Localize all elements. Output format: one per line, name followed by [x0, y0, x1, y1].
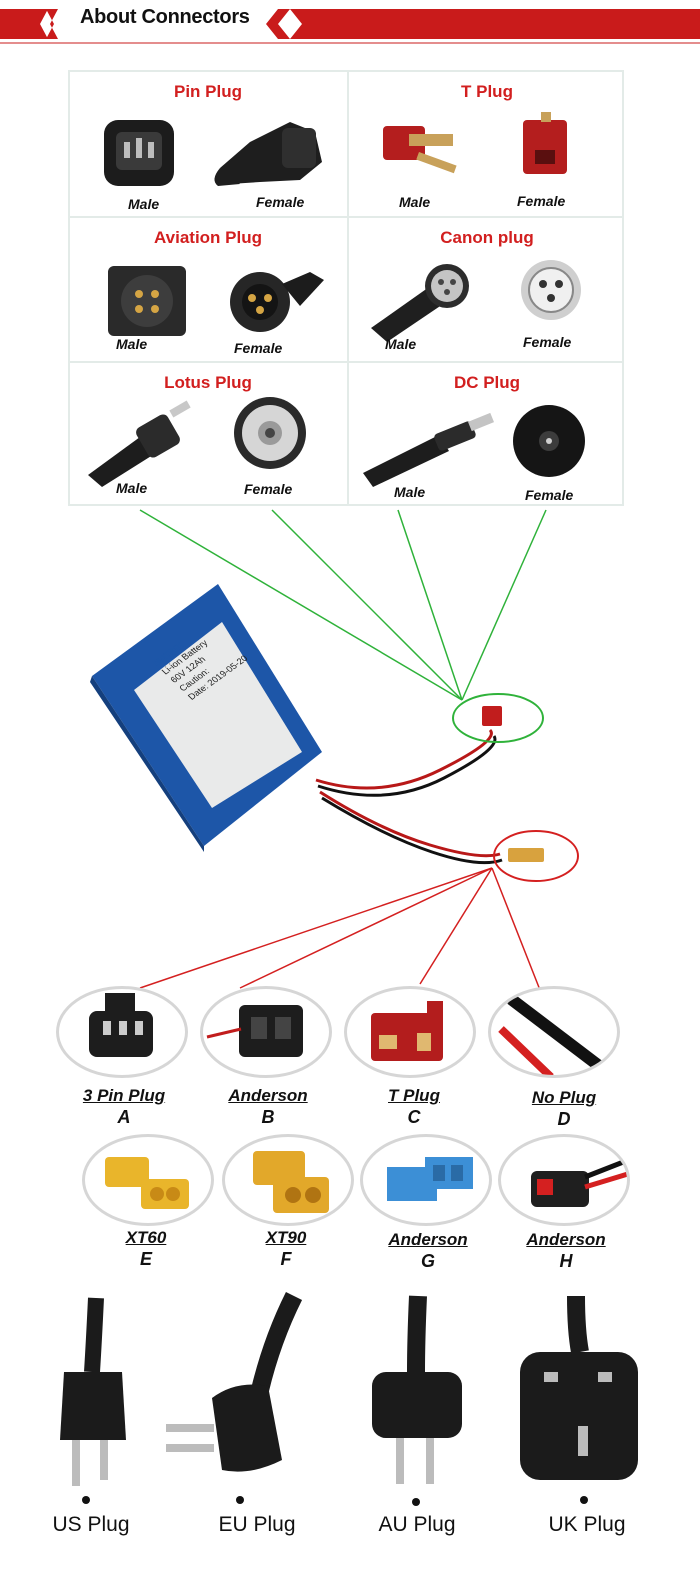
red-highlight-ring — [493, 830, 579, 882]
option-image-anderson-h — [498, 1134, 630, 1226]
option-image-xt60 — [82, 1134, 214, 1226]
female-caption: Female — [525, 487, 574, 503]
option-letter: F — [280, 1249, 292, 1269]
battery-wires — [315, 728, 503, 865]
option-h: Anderson H — [496, 1230, 636, 1272]
option-label: No Plug — [531, 1088, 597, 1107]
option-d: No Plug D — [494, 1088, 634, 1130]
option-letter: C — [407, 1107, 421, 1127]
eu-plug-icon — [166, 1291, 303, 1504]
au-plug-icon — [372, 1295, 462, 1506]
uk-plug-label: UK Plug — [548, 1513, 626, 1536]
lotus-plug-image — [88, 397, 306, 487]
connector-name: T Plug — [461, 82, 513, 101]
eu-plug-label: EU Plug — [218, 1513, 296, 1536]
dc-plug-image — [363, 405, 585, 487]
grid-divider — [70, 361, 622, 363]
connector-name: Canon plug — [440, 228, 534, 247]
option-a: 3 Pin Plug A — [54, 1086, 194, 1128]
battery-label: MATRIX Li-ion Battery 60V 12Ah Caution: … — [150, 566, 323, 702]
option-label: XT90 — [265, 1228, 307, 1247]
option-g: Anderson G — [358, 1230, 498, 1272]
female-caption: Female — [517, 193, 566, 209]
connector-cell-canon-plug: Canon plug Male Female — [349, 218, 625, 361]
grid-divider — [70, 216, 622, 218]
option-label: Anderson — [388, 1230, 468, 1249]
female-caption: Female — [523, 334, 572, 350]
red-leader-lines — [139, 867, 541, 991]
us-plug-icon — [60, 1297, 126, 1504]
option-b: Anderson B — [198, 1086, 338, 1128]
option-f: XT90 F — [216, 1228, 356, 1270]
option-letter: E — [139, 1249, 152, 1269]
option-letter: D — [557, 1109, 571, 1129]
male-caption: Male — [394, 484, 426, 500]
connector-cell-aviation-plug: Aviation Plug Male Female — [70, 218, 346, 361]
option-letter: A — [117, 1107, 131, 1127]
option-image-anderson-g — [360, 1134, 492, 1226]
connector-name: Lotus Plug — [164, 373, 252, 392]
female-caption: Female — [234, 340, 283, 356]
pin-plug-image — [104, 120, 322, 186]
grid-divider — [347, 72, 349, 504]
option-label: Anderson — [526, 1230, 606, 1249]
header-banner: About Connectors — [0, 0, 700, 48]
t-plug-image — [383, 112, 567, 174]
option-letter: B — [261, 1107, 275, 1127]
option-image-t-plug — [344, 986, 476, 1078]
option-label: Anderson — [228, 1086, 308, 1105]
connector-cell-pin-plug: Pin Plug Male Female — [70, 72, 346, 215]
connector-cell-lotus-plug: Lotus Plug Male Female — [70, 363, 346, 506]
option-image-xt90 — [222, 1134, 354, 1226]
green-highlight-ring — [452, 693, 544, 743]
connector-grid: Pin Plug Male Female T Plug Male Female … — [68, 70, 624, 506]
male-caption: Male — [385, 336, 417, 352]
au-plug-label: AU Plug — [378, 1513, 456, 1536]
connector-name: Aviation Plug — [154, 228, 262, 247]
option-label: XT60 — [125, 1228, 167, 1247]
connector-name: Pin Plug — [174, 82, 242, 101]
aviation-plug-image — [108, 266, 324, 336]
connector-name: DC Plug — [453, 373, 521, 392]
male-caption: Male — [399, 194, 431, 210]
uk-plug-icon — [520, 1295, 638, 1504]
us-plug-label: US Plug — [52, 1513, 130, 1536]
option-image-anderson-b — [200, 986, 332, 1078]
connector-cell-dc-plug: DC Plug Male Female — [349, 363, 625, 506]
male-caption: Male — [116, 480, 148, 496]
male-caption: Male — [116, 336, 148, 352]
option-label: T Plug — [388, 1086, 440, 1105]
banner-graphic — [0, 9, 700, 44]
option-image-no-plug — [488, 986, 620, 1078]
option-letter: G — [420, 1251, 435, 1271]
male-caption: Male — [128, 196, 160, 212]
option-image-3-pin — [56, 986, 188, 1078]
female-caption: Female — [256, 194, 305, 210]
option-label: 3 Pin Plug — [82, 1086, 166, 1105]
connector-cell-t-plug: T Plug Male Female — [349, 72, 625, 215]
female-caption: Female — [244, 481, 293, 497]
page-title: About Connectors — [80, 6, 250, 28]
xt-connector — [508, 848, 544, 862]
option-letter: H — [559, 1251, 573, 1271]
option-e: XT60 E — [76, 1228, 216, 1270]
canon-plug-image — [371, 260, 581, 342]
option-c: T Plug C — [344, 1086, 484, 1128]
t-connector — [482, 706, 502, 726]
